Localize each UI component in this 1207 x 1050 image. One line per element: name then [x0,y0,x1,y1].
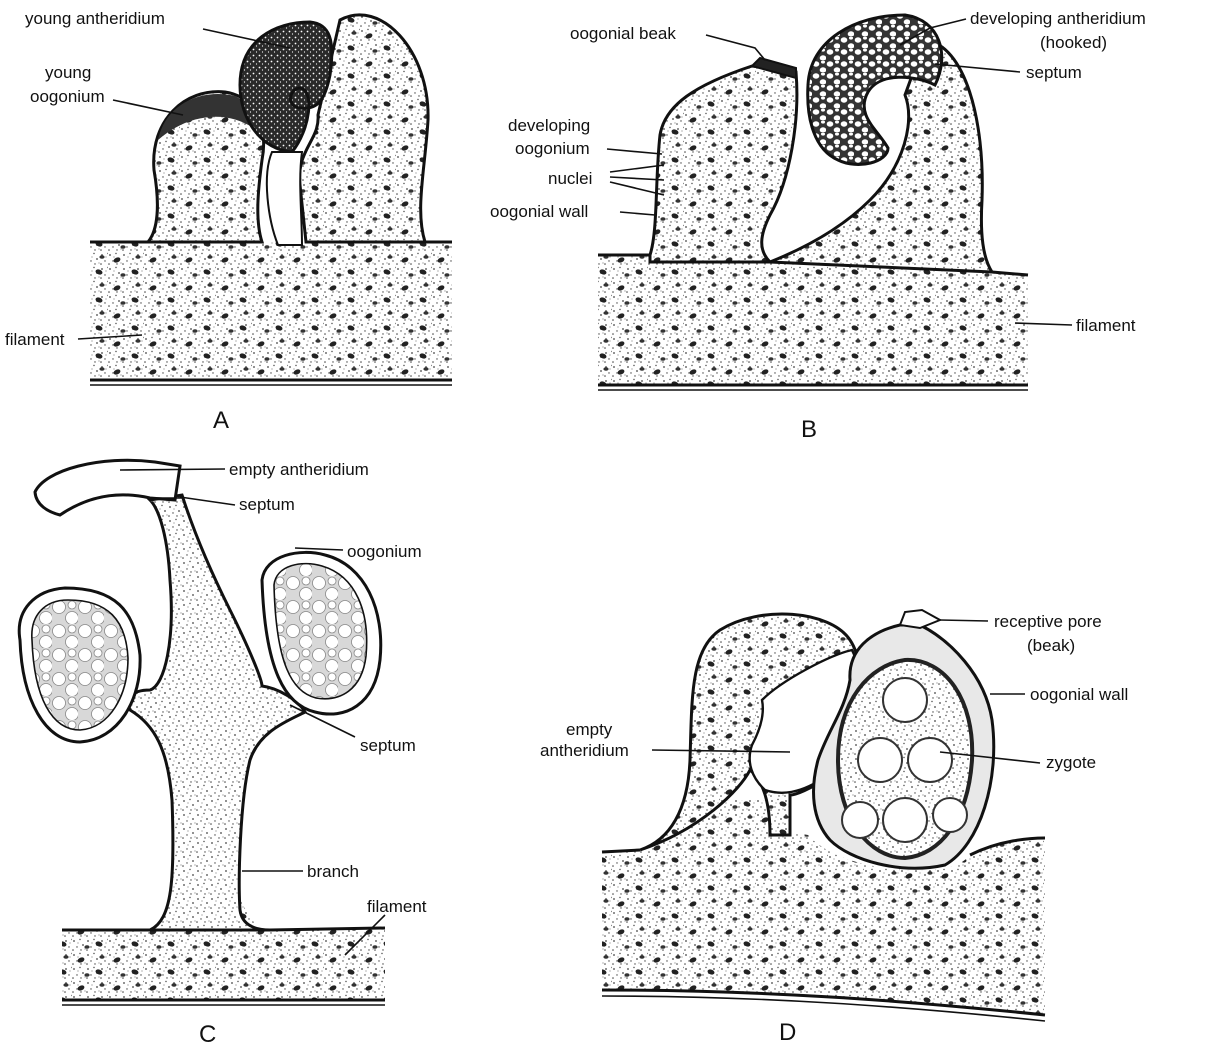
panel-a-antheridium-lumen [267,152,302,245]
label-b-developing-oogonium-line2: oogonium [515,139,590,158]
label-b-filament: filament [1076,316,1136,335]
label-d-oogonial-wall: oogonial wall [1030,685,1128,704]
label-c-filament: filament [367,897,427,916]
label-c-empty-antheridium: empty antheridium [229,460,369,479]
label-d-zygote: zygote [1046,753,1096,772]
leader-b-oogonial-beak [706,35,765,60]
label-c-septum-top: septum [239,495,295,514]
label-b-septum: septum [1026,63,1082,82]
label-b-oogonial-beak: oogonial beak [570,24,676,43]
leader-a-young-oogonium [113,100,183,115]
panel-a-letter: A [213,407,229,434]
panel-c-filament-top-wall-right [270,928,385,930]
leader-c-septum-top [180,497,235,505]
leader-c-oogonium [295,548,343,550]
leader-b-developing-oogonium [607,149,662,154]
panel-b-developing-oogonium [650,66,797,262]
panel-d [602,610,1045,1021]
leader-b-nuclei-1 [610,165,664,172]
panel-d-zygote-cell-4 [883,798,927,842]
panel-b [598,15,1028,390]
panel-d-zygote-cell-6 [933,798,967,832]
leader-b-oogonial-wall [620,212,655,215]
panel-a-filament [90,230,452,380]
label-a-young-oogonium-line2: oogonium [30,87,105,106]
label-b-developing-antheridium-line2: (hooked) [1040,33,1107,52]
label-d-receptive-pore-line1: receptive pore [994,612,1102,631]
panel-d-receptive-pore [900,610,940,628]
label-a-young-antheridium: young antheridium [25,9,165,28]
label-d-empty-antheridium-line2: antheridium [540,741,629,760]
label-b-developing-oogonium-line1: developing [508,116,590,135]
panel-c [19,460,385,1005]
label-b-oogonial-wall: oogonial wall [490,202,588,221]
panel-d-zygote-cell-1 [883,678,927,722]
label-a-filament: filament [5,330,65,349]
leader-c-empty-antheridium [120,469,225,470]
panel-b-letter: B [801,416,817,443]
panel-d-zygote-cell-3 [908,738,952,782]
label-a-young-oogonium-line1: young [45,63,91,82]
panel-d-letter: D [779,1019,796,1046]
label-d-receptive-pore-line2: (beak) [1027,636,1075,655]
leader-d-receptive-pore [940,620,988,621]
label-b-nuclei: nuclei [548,169,592,188]
label-d-empty-antheridium-line1: empty [566,720,613,739]
label-c-branch: branch [307,862,359,881]
label-c-septum-right: septum [360,736,416,755]
label-b-developing-antheridium-line1: developing antheridium [970,9,1146,28]
panel-d-zygote-cell-2 [858,738,902,782]
panel-d-filament-top-wall-left [602,850,640,852]
panel-d-zygote-cell-5 [842,802,878,838]
label-c-oogonium: oogonium [347,542,422,561]
panel-a [90,15,452,385]
panel-c-letter: C [199,1021,216,1048]
